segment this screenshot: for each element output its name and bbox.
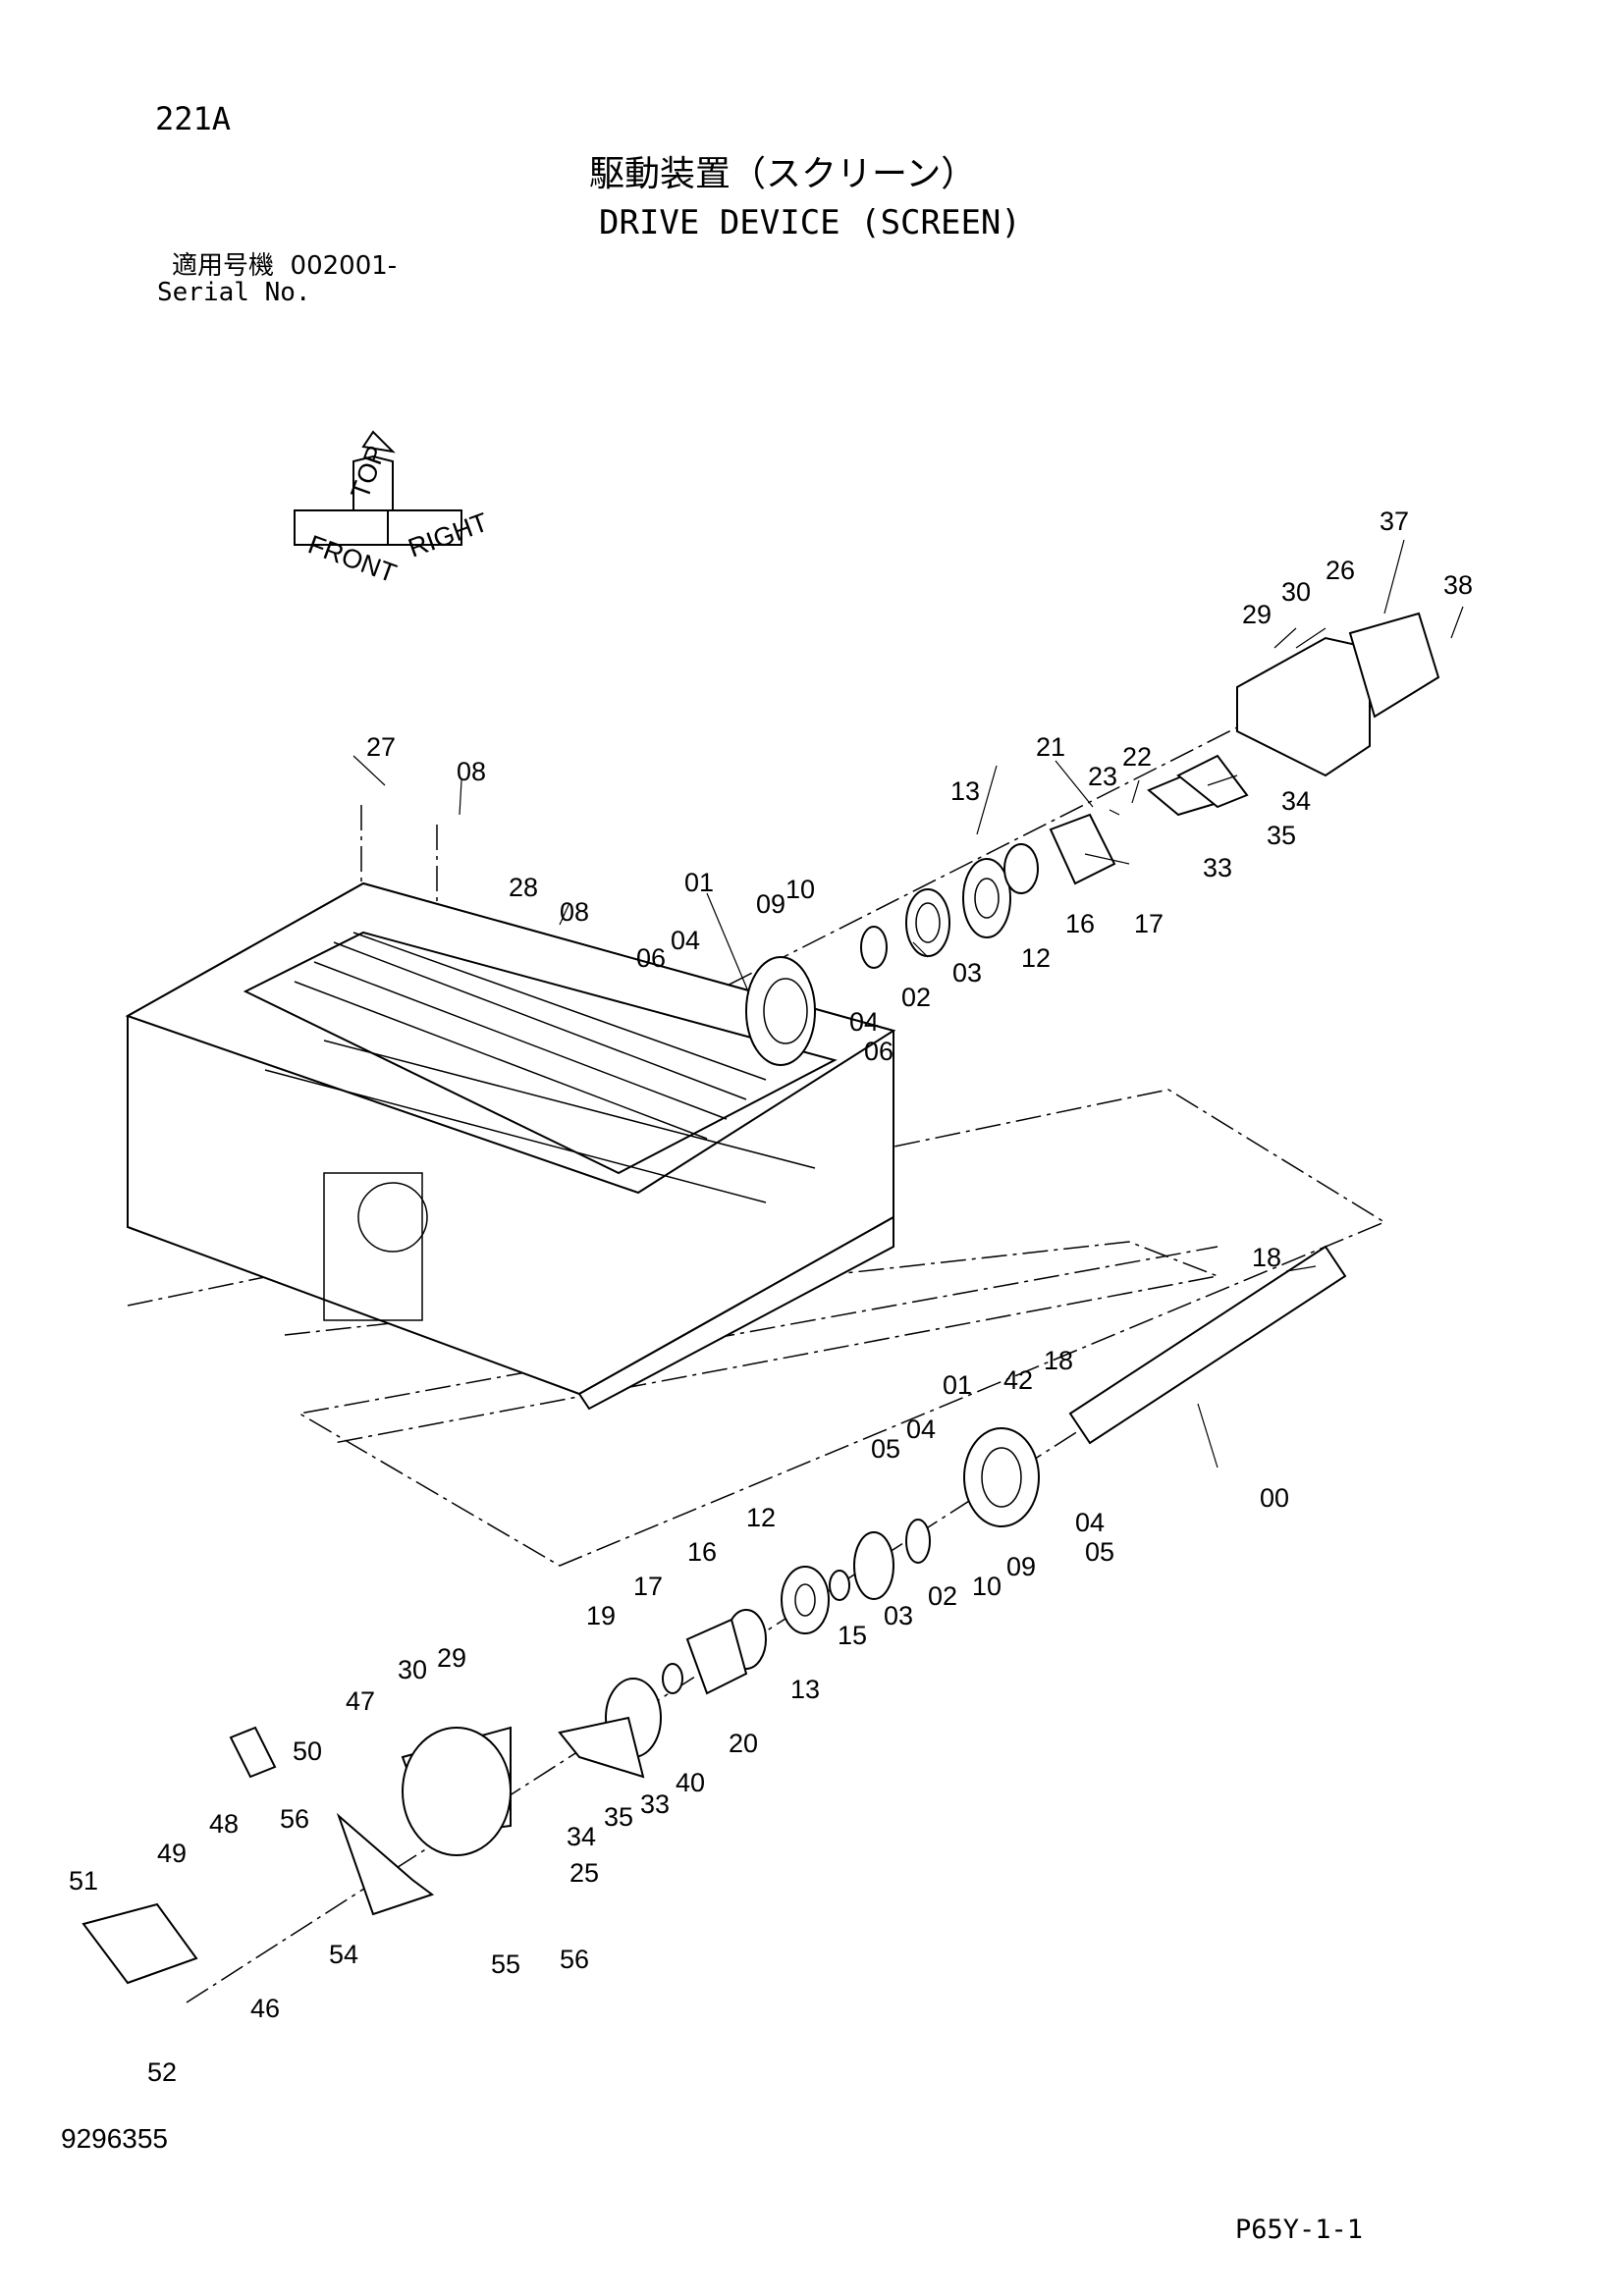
drawing-number: 9296355: [61, 2123, 169, 2154]
callout-42: 42: [1003, 1365, 1033, 1395]
serial-label-jp: 適用号機: [172, 251, 275, 281]
title-english: DRIVE DEVICE (SCREEN): [599, 203, 1021, 242]
callout-04a: 04: [671, 926, 700, 955]
callout-30b: 30: [398, 1655, 427, 1684]
callout-01: 01: [684, 868, 714, 897]
callout-21: 21: [1036, 732, 1065, 762]
callout-13: 13: [950, 776, 980, 806]
lower-drive-stack: [81, 1245, 1347, 1985]
callout-02b: 02: [928, 1581, 957, 1611]
callout-labels: 37 38 30 29 26 21 23 22 34 35 33 17 16 1…: [69, 507, 1473, 2087]
callout-13b: 13: [790, 1675, 820, 1704]
callout-56b: 56: [560, 1945, 589, 1974]
callout-19: 19: [586, 1601, 616, 1630]
callout-54: 54: [329, 1940, 358, 1969]
callout-18b: 18: [1044, 1346, 1073, 1375]
callout-33b: 33: [640, 1789, 670, 1819]
assembly-boundary-line: [127, 1089, 1386, 1567]
callout-01b: 01: [943, 1370, 972, 1400]
callout-38: 38: [1443, 570, 1473, 600]
callout-03: 03: [952, 958, 982, 988]
callout-17: 17: [1134, 909, 1164, 938]
callout-06b: 06: [864, 1037, 893, 1066]
callout-23: 23: [1088, 762, 1117, 791]
callout-26: 26: [1326, 556, 1355, 585]
page-code: 221A: [155, 100, 232, 137]
callout-34b: 34: [567, 1822, 596, 1851]
callout-25: 25: [569, 1858, 599, 1888]
callout-12: 12: [1021, 943, 1051, 973]
callout-10: 10: [785, 875, 815, 904]
callout-33: 33: [1203, 853, 1232, 882]
callout-27: 27: [366, 732, 396, 762]
callout-17b: 17: [633, 1572, 663, 1601]
callout-06a: 06: [636, 943, 666, 973]
upper-bearing-stack: [745, 612, 1440, 1066]
callout-08b: 08: [560, 897, 589, 927]
callout-47: 47: [346, 1686, 375, 1716]
callout-16: 16: [1065, 909, 1095, 938]
callout-35b: 35: [604, 1802, 633, 1832]
page-number: P65Y-1-1: [1235, 2215, 1364, 2245]
callout-04c: 04: [906, 1415, 936, 1444]
callout-09: 09: [756, 889, 785, 919]
callout-46: 46: [250, 1994, 280, 2023]
title-japanese: 駆動装置（スクリーン）: [589, 154, 977, 194]
callout-49: 49: [157, 1839, 187, 1868]
callout-05b: 05: [1085, 1537, 1114, 1567]
callout-34: 34: [1281, 786, 1311, 816]
callout-50: 50: [293, 1736, 322, 1766]
orientation-icon: TOP FRONT RIGHT: [294, 430, 492, 588]
callout-15: 15: [838, 1621, 867, 1650]
callout-52: 52: [147, 2057, 177, 2087]
callout-37: 37: [1380, 507, 1409, 536]
callout-00: 00: [1260, 1483, 1289, 1513]
callout-22: 22: [1122, 742, 1152, 772]
callout-03b: 03: [884, 1601, 913, 1630]
callout-05a: 05: [871, 1434, 900, 1464]
callout-02: 02: [901, 983, 931, 1012]
callout-04b: 04: [849, 1007, 879, 1037]
callout-10b: 10: [972, 1572, 1001, 1601]
serial-label-english: Serial No.: [157, 278, 311, 307]
callout-18a: 18: [1252, 1243, 1281, 1272]
leader-lines: [352, 539, 1464, 1468]
serial-label-japanese: 適用号機 002001-: [172, 253, 397, 279]
callout-04d: 04: [1075, 1508, 1105, 1537]
callout-48: 48: [209, 1809, 239, 1839]
callout-16b: 16: [687, 1537, 717, 1567]
callout-09b: 09: [1006, 1552, 1036, 1581]
callout-29b: 29: [437, 1643, 466, 1673]
callout-51: 51: [69, 1866, 98, 1896]
callout-12b: 12: [746, 1503, 776, 1532]
callout-20: 20: [729, 1729, 758, 1758]
callout-56a: 56: [280, 1804, 309, 1834]
screen-frame: [125, 881, 896, 1411]
serial-value: 002001-: [290, 251, 398, 281]
callout-35: 35: [1267, 821, 1296, 850]
callout-08a: 08: [457, 757, 486, 786]
callout-40: 40: [676, 1768, 705, 1797]
callout-55: 55: [491, 1949, 520, 1979]
callout-28: 28: [509, 873, 538, 902]
callout-30: 30: [1281, 577, 1311, 607]
callout-29: 29: [1242, 600, 1272, 629]
